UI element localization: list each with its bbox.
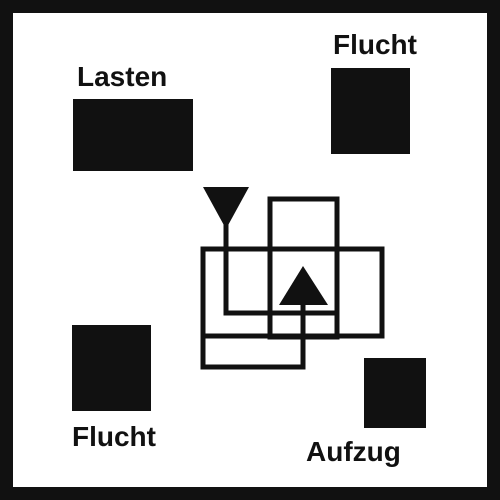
block-flucht-top bbox=[331, 68, 410, 154]
label-flucht-top: Flucht bbox=[333, 29, 417, 60]
down-arrow-icon bbox=[203, 187, 249, 229]
block-lasten bbox=[73, 99, 193, 171]
up-arrow-stem bbox=[200, 278, 306, 370]
block-aufzug bbox=[364, 358, 426, 428]
label-aufzug: Aufzug bbox=[306, 436, 401, 467]
center-rect-wide bbox=[200, 246, 385, 339]
up-arrow-icon bbox=[279, 266, 328, 305]
label-flucht-bottom: Flucht bbox=[72, 421, 156, 452]
block-flucht-bottom bbox=[72, 325, 151, 411]
label-lasten: Lasten bbox=[77, 61, 168, 92]
